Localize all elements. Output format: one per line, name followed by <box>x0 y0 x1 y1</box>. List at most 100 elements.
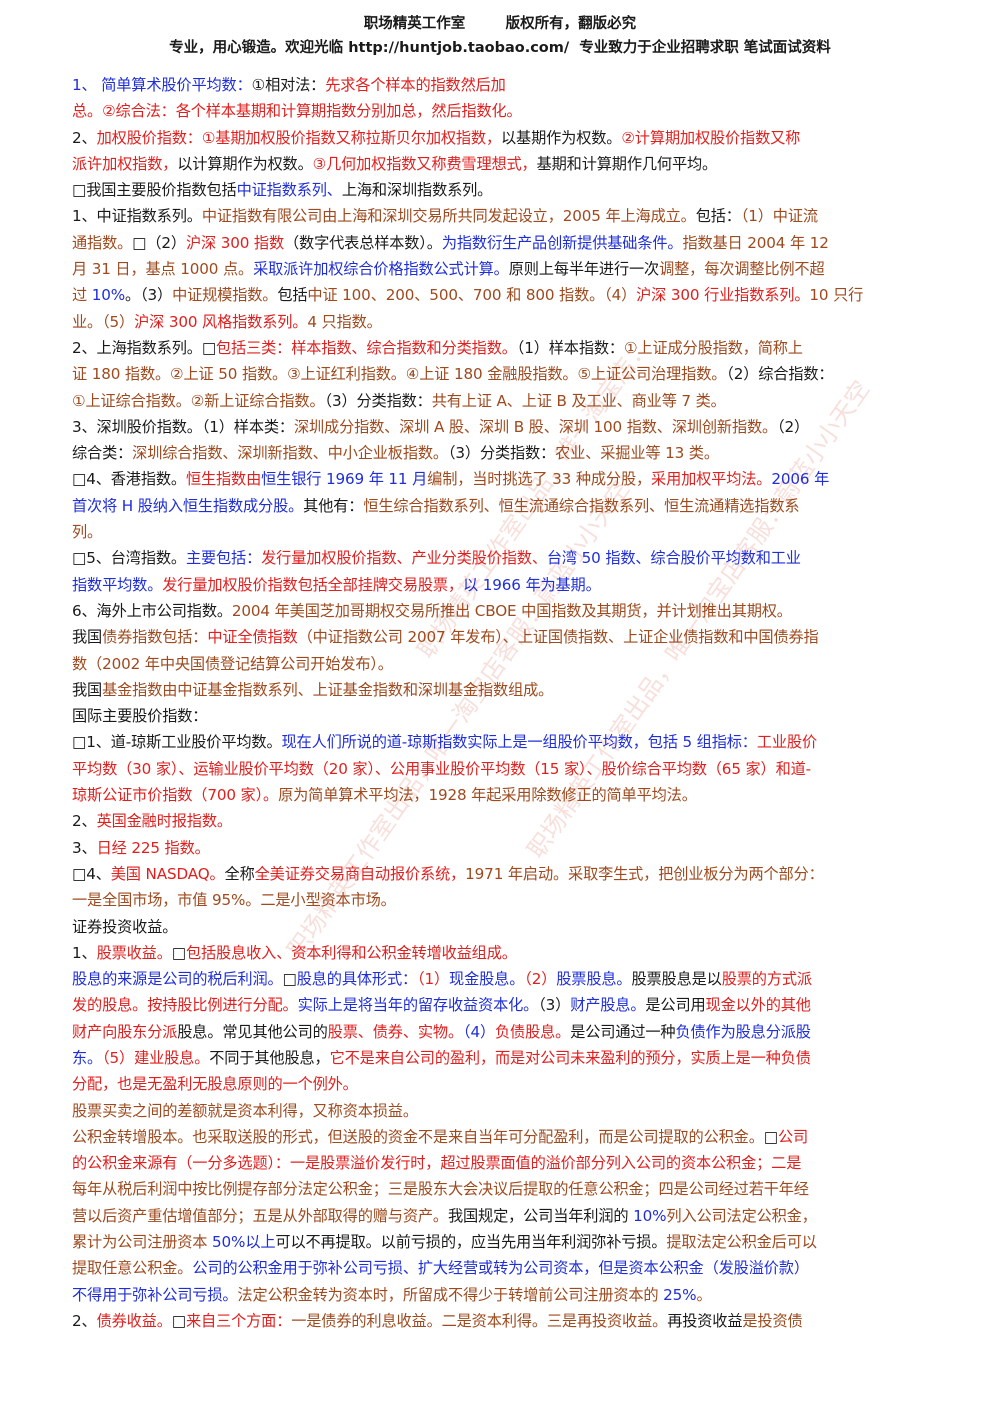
text-run: 全美证券交易商自动报价系统， <box>254 864 466 883</box>
document-body: 1、 简单算术股价平均数：①相对法：先求各个样本的指数然后加总。②综合法：各个样… <box>72 72 932 1334</box>
text-line: 证 180 指数。②上证 50 指数。③上证红利指数。④上证 180 金融股指数… <box>72 361 932 387</box>
text-run: 恒生银行 1969 年 11 月 <box>261 470 428 489</box>
text-run: 股息。常见其他公司的 <box>177 1022 328 1041</box>
text-line: 分配，也是无盈利无股息原则的一个例外。 <box>72 1071 932 1097</box>
text-line: 公积金转增股本。也采取送股的形式，但送股的资金不是来自当年可分配盈利，而是公司提… <box>72 1124 932 1150</box>
text-run: □我国主要股价指数包括 <box>72 181 237 200</box>
text-line: □1、道-琼斯工业股价平均数。现在人们所说的道-琼斯指数实际上是一组股价平均数，… <box>72 729 932 755</box>
text-run: 中证 100、200、500、700 和 800 指数。（4） <box>307 286 637 305</box>
text-line: ①上证综合指数。②新上证综合指数。（3）分类指数：共有上证 A、上证 B 及工业… <box>72 388 932 414</box>
text-line: 3、深圳股价指数。（1）样本类：深圳成分指数、深圳 A 股、深圳 B 股、深圳 … <box>72 414 932 440</box>
text-run: 恒生指数由 <box>185 470 262 489</box>
text-run: 累计为公司注册资本 <box>72 1233 213 1252</box>
text-run: 25% <box>663 1285 697 1304</box>
text-line: 首次将 H 股纳入恒生指数成分股。其他有：恒生综合指数系列、恒生流通综合指数系列… <box>72 493 932 519</box>
text-run: 提取法定公积金后可以 <box>666 1233 817 1252</box>
text-line: 总。②综合法：各个样本基期和计算期指数分别加总，然后指数化。 <box>72 98 932 124</box>
text-run: 琼斯公证市价指数（700 家）。 <box>72 786 279 805</box>
text-run: 上海和深圳指数系列。 <box>341 181 493 200</box>
text-run: 4 只指数。 <box>307 312 382 331</box>
text-run: 沪深 300 指数 <box>185 233 284 252</box>
text-line: 1、中证指数系列。中证指数有限公司由上海和深圳交易所共同发起设立，2005 年上… <box>72 203 932 229</box>
text-line: □4、香港指数。恒生指数由恒生银行 1969 年 11 月编制，当时挑选了 33… <box>72 466 932 492</box>
text-run: 沪深 300 行业指数系列。 <box>636 286 810 305</box>
text-run: 指数基日 2004 年 12 <box>682 233 829 252</box>
text-line: 平均数（30 家）、运输业股价平均数（20 家）、公用事业股价平均数（15 家）… <box>72 756 932 782</box>
text-run: 总。②综合法：各个样本基期和计算期指数分别加总，然后指数化。 <box>72 102 522 121</box>
text-run: 2004 年美国芝加哥期权交易所推出 CBOE 中国指数及其期货，并计划推出其期… <box>231 601 792 620</box>
text-run: 恒生综合指数系列、恒生流通综合指数系列、恒生流通精选指数系 <box>363 496 800 515</box>
text-run: 综合类： <box>72 444 133 463</box>
text-run: 财产向股东分派 <box>72 1022 178 1041</box>
text-run: 可以不再提取。以前亏损的，应当先用当年利润弥补亏损。 <box>275 1233 667 1252</box>
text-run: 一是债券的利息收益。二是资本利得。三是再投资收益。 <box>291 1311 668 1330</box>
text-run: 包括股息收入、资本利得和公积金转增收益组成。 <box>185 943 517 962</box>
text-run: 其他有： <box>303 496 364 515</box>
text-line: 发的股息。按持股比例进行分配。实际上是将当年的留存收益资本化。（3）财产股息。是… <box>72 992 932 1018</box>
text-line: □4、美国 NASDAQ。全称全美证券交易商自动报价系统，1971 年启动。采取… <box>72 861 932 887</box>
text-run: 2、上海指数系列。□ <box>72 338 217 357</box>
text-run: 平均数（30 家）、运输业股价平均数（20 家）、公用事业股价平均数（15 家）… <box>72 759 811 778</box>
text-run: 营以后资产重估增值部分；五是从外部取得的赠与资产。 <box>72 1206 448 1225</box>
text-run: 债券指数包括： <box>102 628 208 647</box>
text-run: （3） <box>538 996 571 1015</box>
text-run: 加权股价指数：①基期加权股价指数又称拉斯贝尔加权指数， <box>96 128 502 147</box>
text-run: 共有上证 A、上证 B 及工业、商业等 7 类。 <box>431 391 726 410</box>
text-run: 公司的公积金用于弥补公司亏损、扩大经营或转为公司资本，但是资本公积金（发股溢价款… <box>192 1259 809 1278</box>
text-line: 2、加权股价指数：①基期加权股价指数又称拉斯贝尔加权指数，以基期作为权数。②计算… <box>72 125 932 151</box>
text-run: 台湾 50 指数、综合股价平均数和工业 <box>546 549 801 568</box>
header-copyright-line: 职场精英工作室 版权所有，翻版必究 <box>363 16 637 32</box>
text-line: 营以后资产重估增值部分；五是从外部取得的赠与资产。我国规定，公司当年利润的 10… <box>72 1203 932 1229</box>
text-run: 全称 <box>224 864 255 883</box>
text-run: 6、海外上市公司指数。 <box>72 601 232 620</box>
text-run: ①上证综合指数。②新上证综合指数。 <box>72 391 325 410</box>
text-run: 2、 <box>72 1311 97 1330</box>
text-run: 我国 <box>72 680 103 699</box>
text-line: 数（2002 年中央国债登记结算公司开始发布）。 <box>72 651 932 677</box>
text-run: ①相对法： <box>251 76 326 94</box>
text-run: 为指数衍生产品创新提供基础条件。 <box>441 233 683 252</box>
text-run: 原则上每半年进行一次 <box>508 260 660 279</box>
text-run: 采取派许加权综合价格指数公式计算。 <box>253 260 509 279</box>
text-run: 首次将 H 股纳入恒生指数成分股。 <box>72 496 304 515</box>
text-line: 2、英国金融时报指数。 <box>72 808 932 834</box>
text-run: □5、台湾指数。 <box>72 549 186 568</box>
text-line: 2、债券收益。□来自三个方面：一是债券的利息收益。二是资本利得。三是再投资收益。… <box>72 1308 932 1334</box>
text-run: □4、香港指数。 <box>72 470 186 489</box>
text-run: （4） <box>463 1022 495 1041</box>
text-run: （1） <box>417 970 450 989</box>
text-line: 提取任意公积金。公司的公积金用于弥补公司亏损、扩大经营或转为公司资本，但是资本公… <box>72 1255 932 1281</box>
text-run: 每年从税后利润中按比例提存部分法定公积金；三是股东大会决议后提取的任意公积金；四… <box>72 1180 809 1199</box>
text-line: 每年从税后利润中按比例提存部分法定公积金；三是股东大会决议后提取的任意公积金；四… <box>72 1176 932 1202</box>
text-run: 10% <box>633 1206 667 1225</box>
text-run: 股票的方式派 <box>721 970 812 989</box>
text-run: 我国规定，公司当年利润的 <box>447 1206 634 1225</box>
text-line: 一是全国市场，市值 95%。二是小型资本市场。 <box>72 887 932 913</box>
text-run: 3、深圳股价指数。（1）样本类： <box>72 417 294 436</box>
text-run: 1、中证指数系列。 <box>72 207 202 226</box>
text-run: 2006 年 <box>771 470 830 489</box>
text-run: 债券收益。 <box>96 1311 172 1330</box>
text-line: 国际主要股价指数： <box>72 703 932 729</box>
text-run: □（2） <box>132 233 186 252</box>
text-run: □ <box>282 970 297 989</box>
text-run: （数字代表总样本数）。 <box>284 233 442 252</box>
text-run: 美国 NASDAQ。 <box>110 864 225 883</box>
text-run: 。 <box>696 1285 712 1304</box>
text-run: 中证指数有限公司由上海和深圳交易所共同发起设立，2005 年上海成立。 <box>201 207 696 226</box>
text-line: 东。（5）建业股息。不同于其他股息，它不是来自公司的盈利，而是对公司未来盈利的预… <box>72 1045 932 1071</box>
text-line: 通指数。□（2）沪深 300 指数（数字代表总样本数）。为指数衍生产品创新提供基… <box>72 230 932 256</box>
text-run: □ <box>171 943 186 962</box>
text-run: ①上证成分股指数，简称上 <box>623 338 803 357</box>
text-line: 2、上海指数系列。□包括三类：样本指数、综合指数和分类指数。（1）样本指数：①上… <box>72 335 932 361</box>
text-run: 以 1966 年为基期。 <box>463 575 601 594</box>
text-line: 6、海外上市公司指数。2004 年美国芝加哥期权交易所推出 CBOE 中国指数及… <box>72 598 932 624</box>
text-run: □ <box>763 1127 778 1146</box>
text-run: 股息的具体形式： <box>296 970 418 989</box>
text-run: 一是全国市场，市值 95%。二是小型资本市场。 <box>72 891 396 910</box>
text-run: 以计算期作为权数。 <box>177 154 313 173</box>
text-line: 1、股票收益。□包括股息收入、资本利得和公积金转增收益组成。 <box>72 940 932 966</box>
text-run: 股票买卖之间的差额就是资本利得，又称资本损益。 <box>72 1101 418 1120</box>
text-run: 2、 <box>72 812 97 831</box>
text-run: 列入公司法定公积金， <box>666 1206 817 1225</box>
